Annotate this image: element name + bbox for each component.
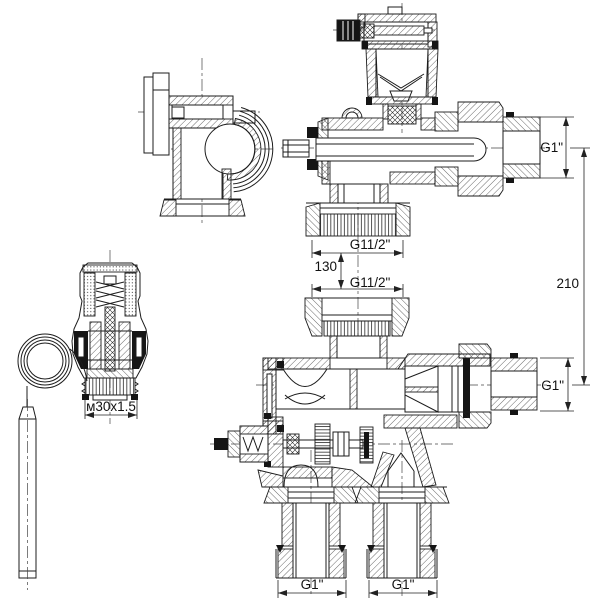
remote-sensor-bulb [18,399,37,590]
dim-label-130: 130 [314,259,337,274]
view-elbow-section [138,58,274,224]
dim-label-m30: м30x1.5 [86,399,136,414]
adjustment-knob [336,19,361,42]
dim-label-g1-mid-right: G1" [541,378,564,393]
dim-label-g1-bottom-right: G1" [392,577,415,592]
capillary-coil [17,333,88,407]
dim-label-g1-top-right: G1" [540,140,563,155]
view-valve-assembly-section [210,343,548,596]
balancing-mechanism [214,413,374,468]
view-valve-top-section [281,3,550,345]
dimension-annotations: G1" 210 G1" G11/2" 130 G11/2" G1" G1" м3… [84,116,590,598]
view-inlet-tailpiece [304,297,410,359]
dim-label-g1half-lower: G11/2" [350,275,391,290]
dim-label-g1-bottom-left: G1" [301,577,324,592]
outlet-bottom-left [263,486,359,579]
dim-label-210: 210 [556,276,579,291]
view-thermostatic-head [17,250,149,590]
outlet-bottom-right [354,486,450,579]
dim-label-g1half-upper: G11/2" [350,237,391,252]
connection-nut [81,377,139,401]
